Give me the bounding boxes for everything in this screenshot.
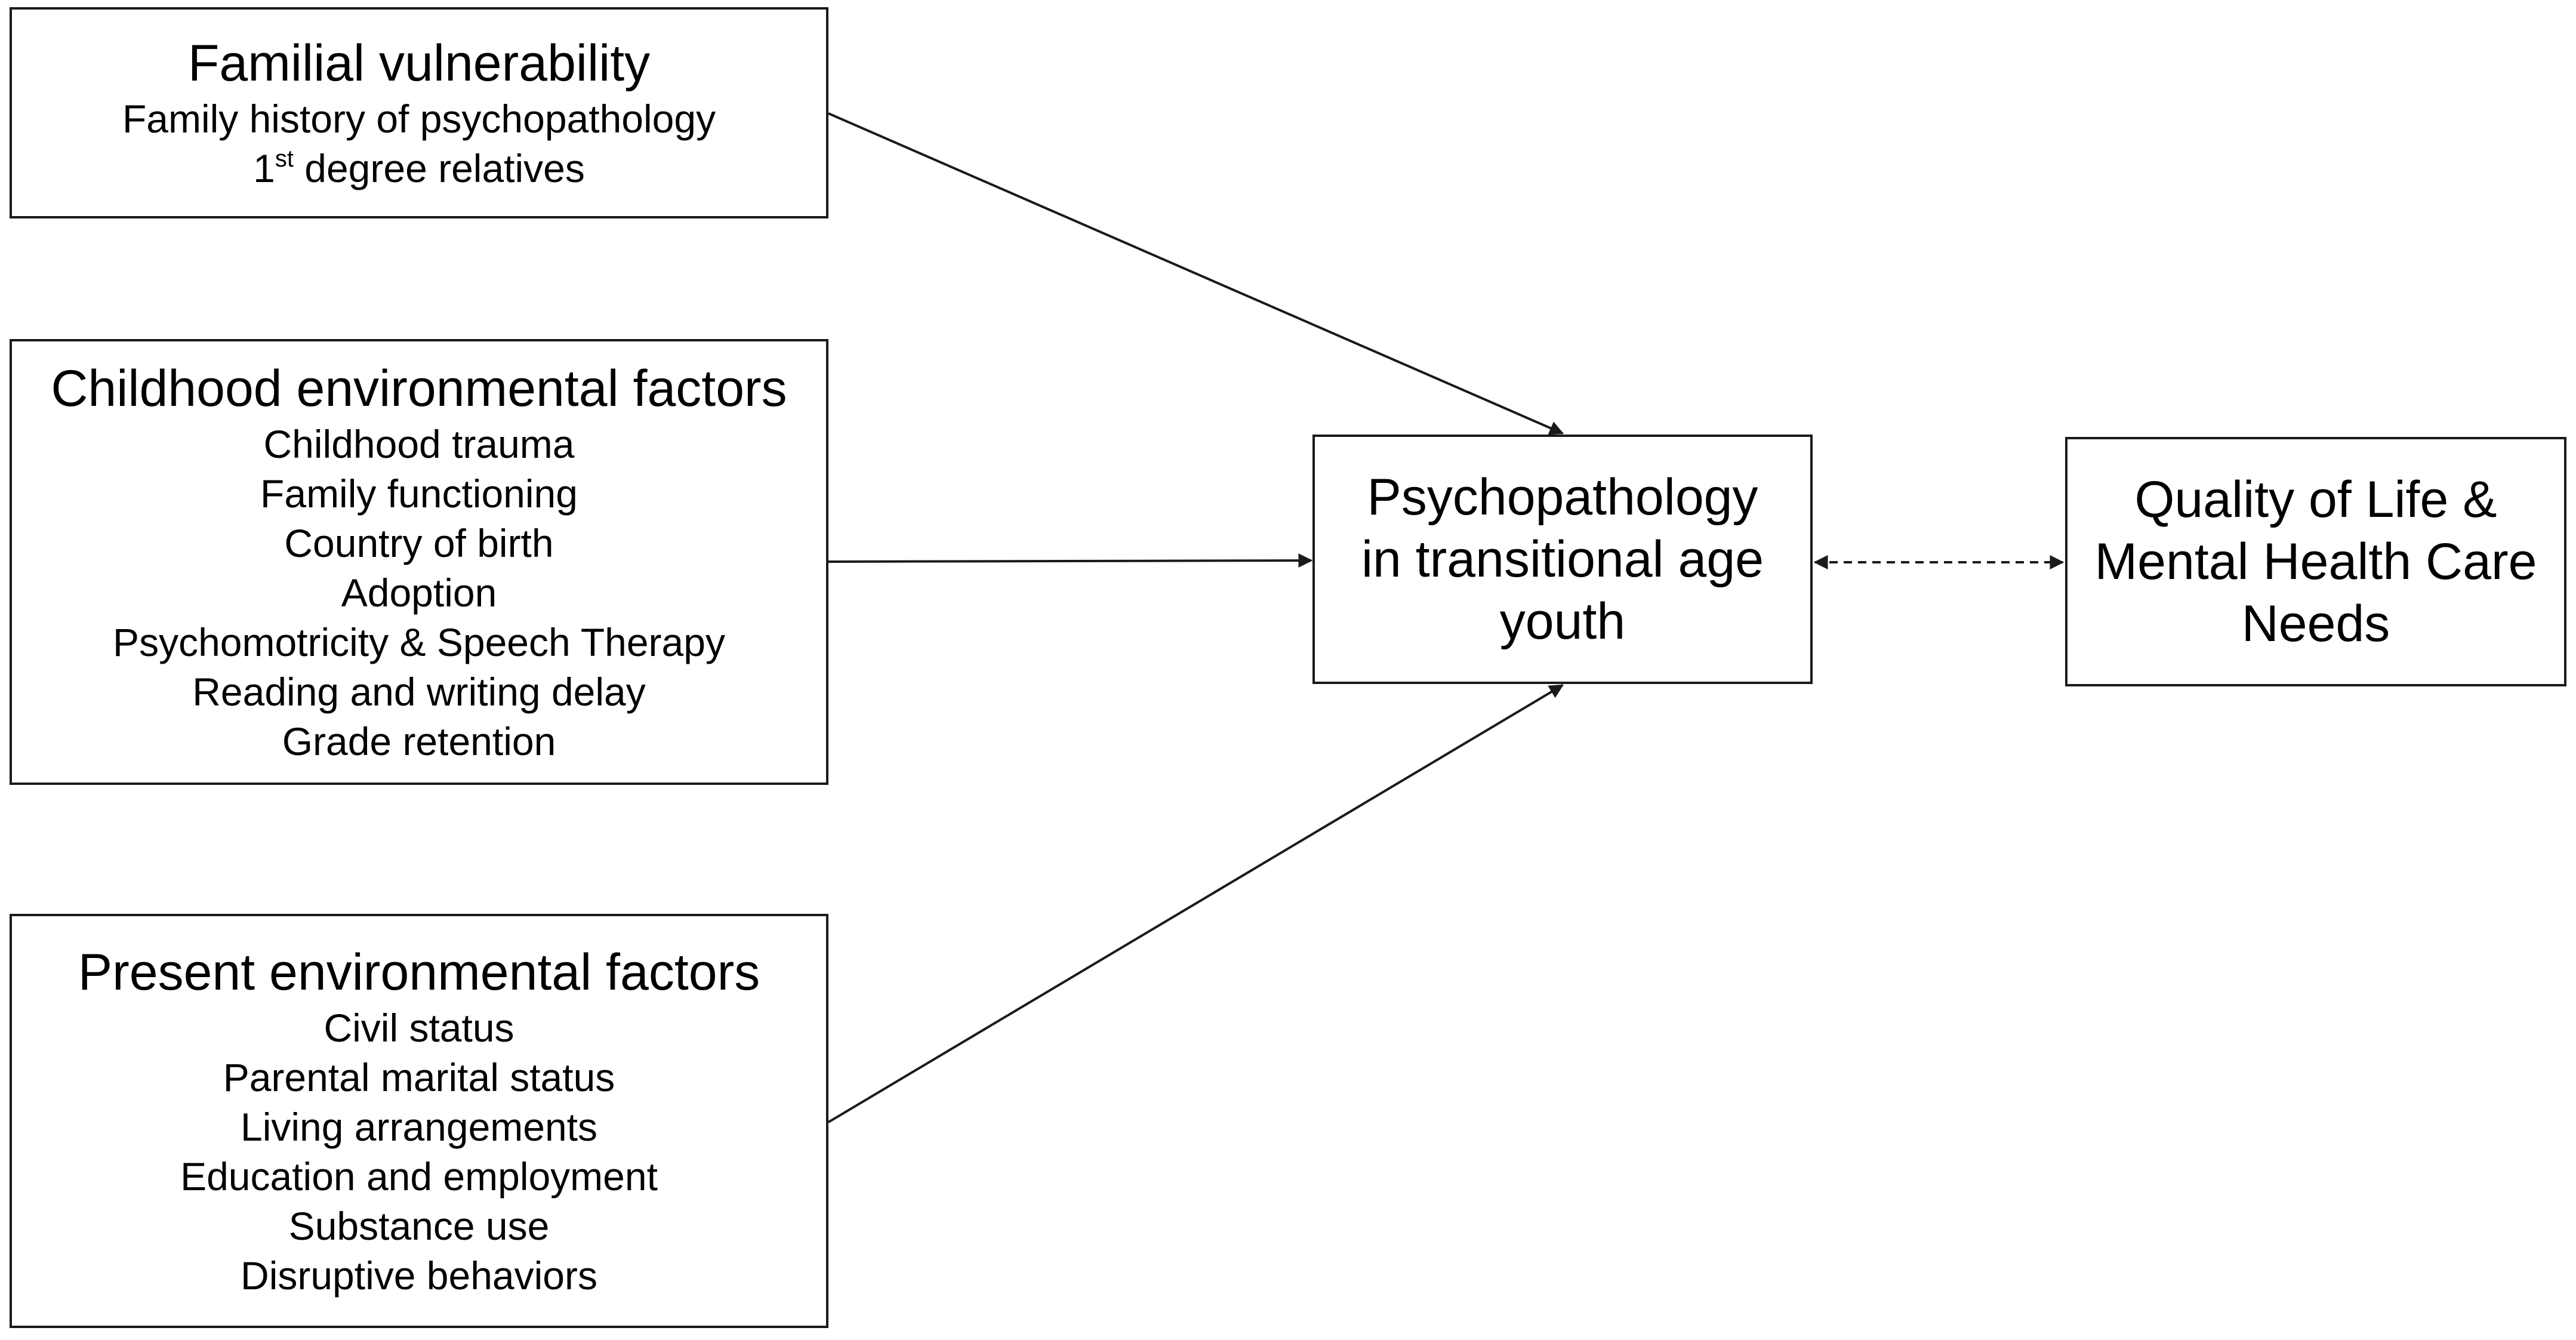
present-environmental-factors-title: Present environmental factors: [78, 944, 760, 1001]
childhood-environmental-factors-box: Childhood environmental factors Childhoo…: [10, 339, 828, 785]
quality-of-life-line: Needs: [2241, 595, 2390, 652]
present-item: Civil status: [323, 1006, 514, 1050]
psychopathology-line: Psychopathology: [1367, 469, 1758, 526]
childhood-item: Reading and writing delay: [192, 670, 646, 714]
familial-vulnerability-title: Familial vulnerability: [187, 35, 651, 92]
childhood-item: Psychomotricity & Speech Therapy: [113, 620, 725, 664]
relatives-ordinal-suffix: st: [275, 146, 294, 172]
psychopathology-line: youth: [1499, 593, 1626, 650]
relatives-rest: degree relatives: [293, 146, 585, 190]
familial-vulnerability-box: Familial vulnerability Family history of…: [10, 7, 828, 218]
familial-item-relatives: 1st degree relatives: [253, 144, 585, 193]
relatives-ordinal: 1: [253, 146, 275, 190]
present-environmental-factors-box: Present environmental factors Civil stat…: [10, 914, 828, 1328]
psychopathology-line: in transitional age: [1361, 531, 1764, 588]
childhood-item: Adoption: [341, 571, 497, 615]
present-item: Parental marital status: [223, 1055, 615, 1099]
childhood-item: Childhood trauma: [263, 422, 575, 466]
present-item: Disruptive behaviors: [241, 1253, 597, 1298]
childhood-item: Family functioning: [260, 472, 578, 516]
childhood-item: Grade retention: [282, 719, 556, 763]
quality-of-life-box: Quality of Life & Mental Health Care Nee…: [2065, 437, 2566, 686]
familial-item-family-history: Family history of psychopathology: [122, 97, 716, 141]
arrow-familial-to-psychopathology: [828, 112, 1564, 435]
present-item: Living arrangements: [241, 1105, 597, 1149]
childhood-item: Country of birth: [284, 521, 554, 565]
psychopathology-box: Psychopathology in transitional age yout…: [1312, 435, 1813, 684]
quality-of-life-line: Mental Health Care: [2094, 533, 2537, 590]
childhood-environmental-factors-title: Childhood environmental factors: [51, 360, 787, 417]
present-item: Education and employment: [180, 1154, 658, 1199]
present-item: Substance use: [288, 1204, 550, 1248]
arrow-childhood-to-psychopathology: [828, 553, 1313, 568]
arrow-present-to-psychopathology: [827, 684, 1564, 1123]
quality-of-life-line: Quality of Life &: [2134, 471, 2497, 528]
